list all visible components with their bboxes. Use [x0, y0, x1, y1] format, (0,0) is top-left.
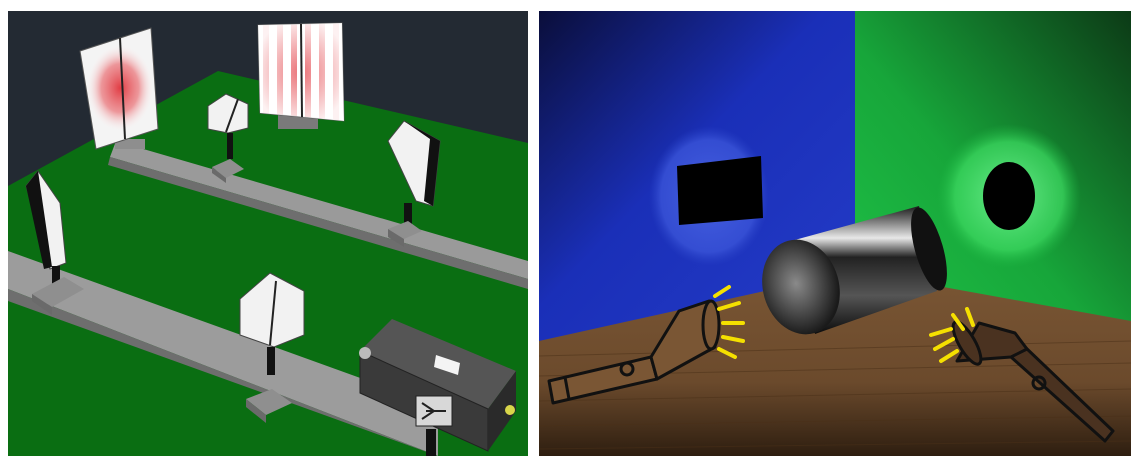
square-shadow-icon	[649, 126, 769, 266]
screen-with-fringes-icon	[258, 23, 344, 129]
optics-bench-panel	[8, 11, 528, 456]
shadows-panel	[539, 11, 1131, 456]
circle-shadow-icon	[937, 124, 1081, 268]
optics-bench-scene	[8, 11, 528, 456]
shadows-scene	[539, 11, 1131, 456]
